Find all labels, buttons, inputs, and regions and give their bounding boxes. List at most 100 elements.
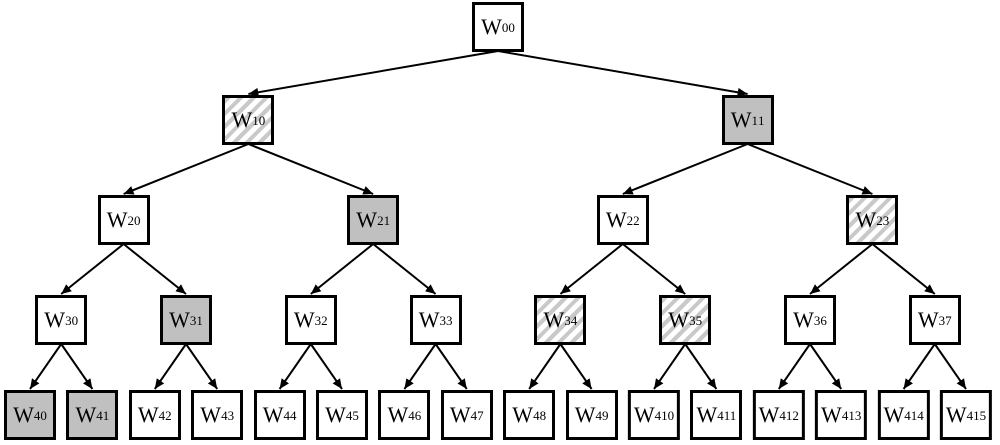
tree-edge [559, 343, 593, 390]
tree-edge [653, 343, 687, 390]
node-symbol: W [574, 402, 596, 427]
node-symbol: W [231, 107, 253, 132]
node-symbol: W [793, 307, 814, 332]
node-symbol: W [200, 402, 222, 427]
node-symbol: W [883, 402, 905, 427]
node-symbol: W [262, 402, 284, 427]
tree-edge [528, 343, 562, 390]
node-subscript: 4 [841, 407, 849, 423]
node-subscript: 1 [252, 112, 259, 128]
tree-edge [60, 343, 94, 390]
node-superscript: 3 [227, 407, 235, 423]
node-superscript: 0 [71, 312, 79, 328]
tree-edge [809, 243, 874, 295]
node-superscript: 7 [477, 407, 484, 423]
tree-edge [434, 343, 468, 390]
node-symbol: W [633, 402, 655, 427]
node-symbol: W [543, 307, 565, 332]
node-superscript: 2 [321, 312, 328, 328]
node-superscript: 5 [695, 312, 703, 328]
tree-edge [559, 243, 624, 295]
node-symbol: W [13, 402, 34, 427]
node-superscript: 10 [661, 407, 675, 423]
node-symbol: W [449, 402, 471, 427]
node-symbol: W [169, 307, 190, 332]
node-symbol: W [758, 402, 780, 427]
node-symbol: W [44, 307, 66, 332]
node-symbol: W [855, 207, 877, 232]
node-subscript: 3 [65, 312, 72, 328]
node-superscript: 6 [414, 407, 422, 423]
tree-edge [777, 343, 811, 390]
node-superscript: 9 [601, 407, 609, 423]
tree-edge [29, 343, 63, 390]
node-subscript: 3 [938, 312, 946, 328]
tree-edge [309, 343, 343, 390]
node-subscript: 3 [813, 312, 821, 328]
node-subscript: 0 [501, 19, 509, 35]
node-subscript: 2 [127, 212, 134, 228]
tree-edge [933, 343, 967, 390]
node-symbol: W [293, 307, 315, 332]
node-symbol: W [137, 402, 159, 427]
tree-edge [60, 243, 125, 295]
node-symbol: W [605, 207, 627, 232]
node-subscript: 4 [717, 407, 724, 423]
node-symbol: W [730, 107, 752, 132]
tree-edge [622, 243, 686, 295]
node-symbol: W [387, 402, 409, 427]
tree-edge [123, 143, 249, 195]
node-symbol: W [356, 207, 378, 232]
node-subscript: 4 [533, 407, 540, 423]
tree-edge [372, 243, 437, 295]
tree-edge [248, 50, 499, 97]
node-subscript: 4 [470, 407, 478, 423]
node-superscript: 1 [196, 312, 203, 328]
tree-edge [902, 343, 936, 390]
node-subscript: 2 [876, 212, 883, 228]
node-symbol: W [512, 402, 534, 427]
node-superscript: 14 [910, 407, 924, 423]
node-superscript: 4 [570, 312, 578, 328]
tree-edge [497, 50, 748, 97]
node-symbol: W [668, 307, 690, 332]
node-subscript: 1 [751, 112, 758, 128]
node-symbol: W [325, 402, 346, 427]
node-symbol: W [696, 402, 718, 427]
tree-edge [310, 243, 374, 295]
node-subscript: 4 [966, 407, 974, 423]
node-subscript: 4 [158, 407, 166, 423]
node-symbol: W [75, 402, 97, 427]
tree-edge [684, 343, 718, 390]
tree-edge [747, 143, 873, 195]
node-superscript: 0 [258, 112, 266, 128]
node-superscript: 5 [352, 407, 359, 423]
node-symbol: W [945, 402, 967, 427]
node-subscript: 3 [689, 312, 696, 328]
node-subscript: 4 [654, 407, 662, 423]
node-superscript: 1 [757, 112, 765, 128]
node-superscript: 4 [289, 407, 297, 423]
node-symbol: W [418, 307, 440, 332]
node-superscript: 2 [165, 407, 172, 423]
